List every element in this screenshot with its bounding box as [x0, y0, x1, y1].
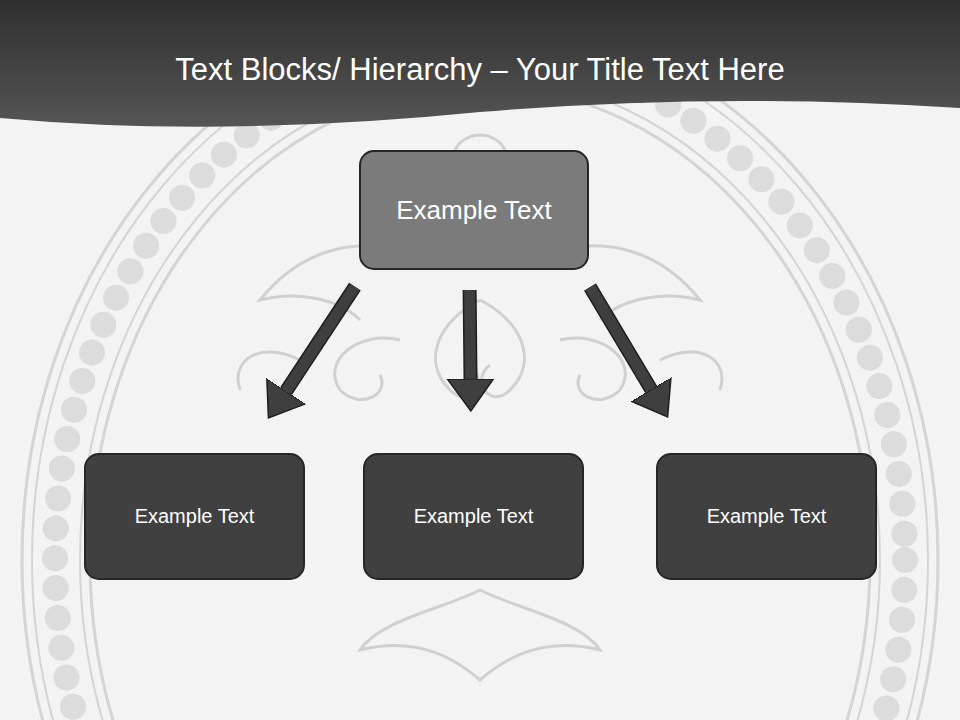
- arrow-shaft: [286, 287, 355, 392]
- slide-title: Text Blocks/ Hierarchy – Your Title Text…: [0, 52, 960, 88]
- child-box: Example Text: [84, 453, 305, 580]
- arrow-shaft: [590, 287, 651, 389]
- arrow-outline: [286, 287, 355, 392]
- hierarchy-arrow: [286, 287, 355, 392]
- child-box: Example Text: [656, 453, 877, 580]
- hierarchy-arrow: [469, 290, 471, 379]
- node-text: Example Text: [396, 195, 552, 226]
- arrow-outline: [590, 287, 651, 389]
- arrow-shaft: [464, 290, 476, 379]
- arrow-outline: [463, 290, 478, 379]
- root-box: Example Text: [359, 150, 589, 270]
- node-text: Example Text: [707, 505, 827, 528]
- node-text: Example Text: [135, 505, 255, 528]
- node-text: Example Text: [414, 505, 534, 528]
- hierarchy-arrow: [590, 287, 651, 389]
- child-box: Example Text: [363, 453, 584, 580]
